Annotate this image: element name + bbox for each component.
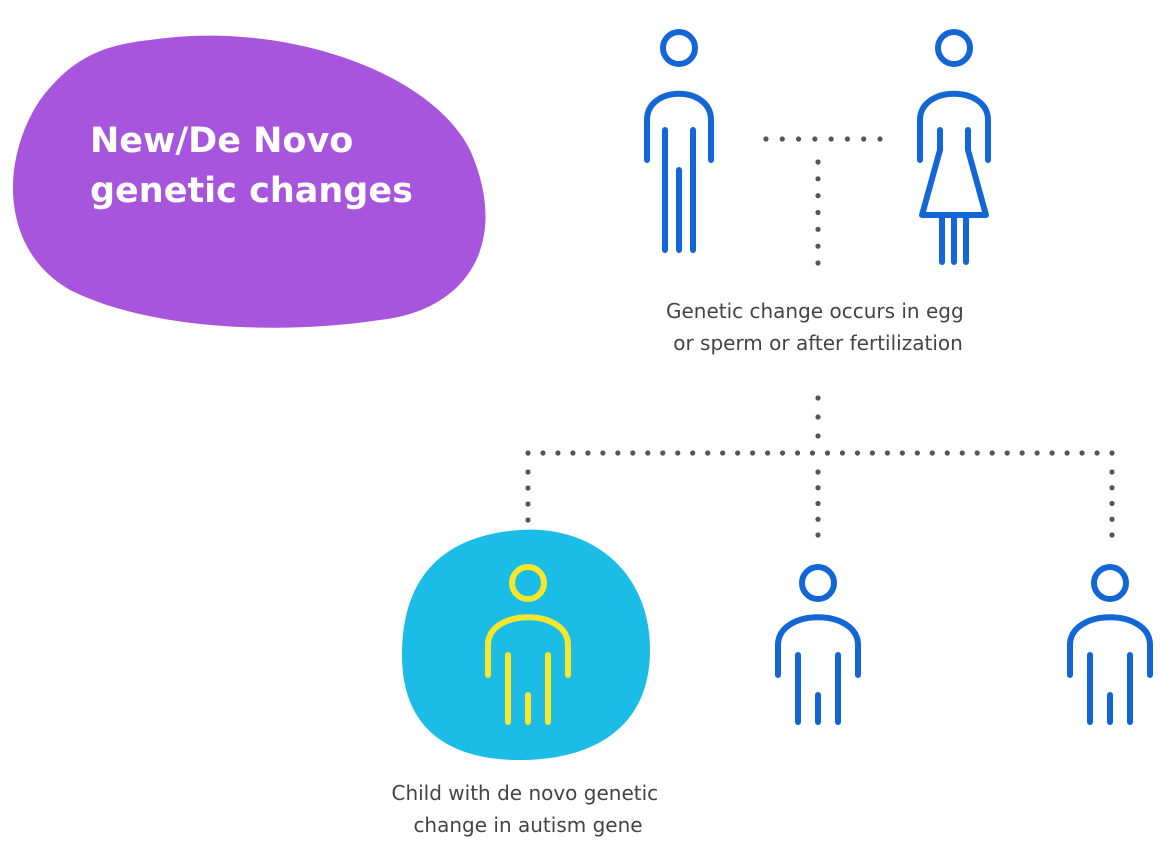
parents-caption-line-1: Genetic change occurs in egg <box>666 299 964 323</box>
title-line-1: New/De Novo <box>90 121 353 161</box>
child-icon <box>1067 564 1153 725</box>
title-line-2: genetic changes <box>90 171 413 211</box>
child-caption-line-1: Child with de novo genetic <box>391 781 658 805</box>
child-caption-line-2: change in autism gene <box>413 813 642 837</box>
title-text: New/De Novo genetic changes <box>90 121 413 211</box>
sibship-line <box>525 450 1115 456</box>
sibship-descent-line <box>815 395 821 439</box>
child-icon <box>775 564 861 725</box>
parents-descent-line <box>815 159 821 266</box>
child-caption: Child with de novo genetic change in aut… <box>391 781 664 837</box>
child-2-drop-line <box>815 469 821 538</box>
parents-caption: Genetic change occurs in egg or sperm or… <box>666 299 970 355</box>
title-blob <box>12 35 486 328</box>
father-icon <box>644 29 714 253</box>
parents-marriage-line <box>763 136 883 142</box>
affected-child-blob <box>401 529 650 760</box>
child-1-drop-line <box>525 469 531 523</box>
parents-caption-line-2: or sperm or after fertilization <box>673 331 963 355</box>
mother-icon <box>917 29 991 265</box>
child-3-drop-line <box>1109 469 1115 538</box>
affected-child-icon <box>485 564 571 725</box>
pedigree-connectors <box>525 136 1115 538</box>
